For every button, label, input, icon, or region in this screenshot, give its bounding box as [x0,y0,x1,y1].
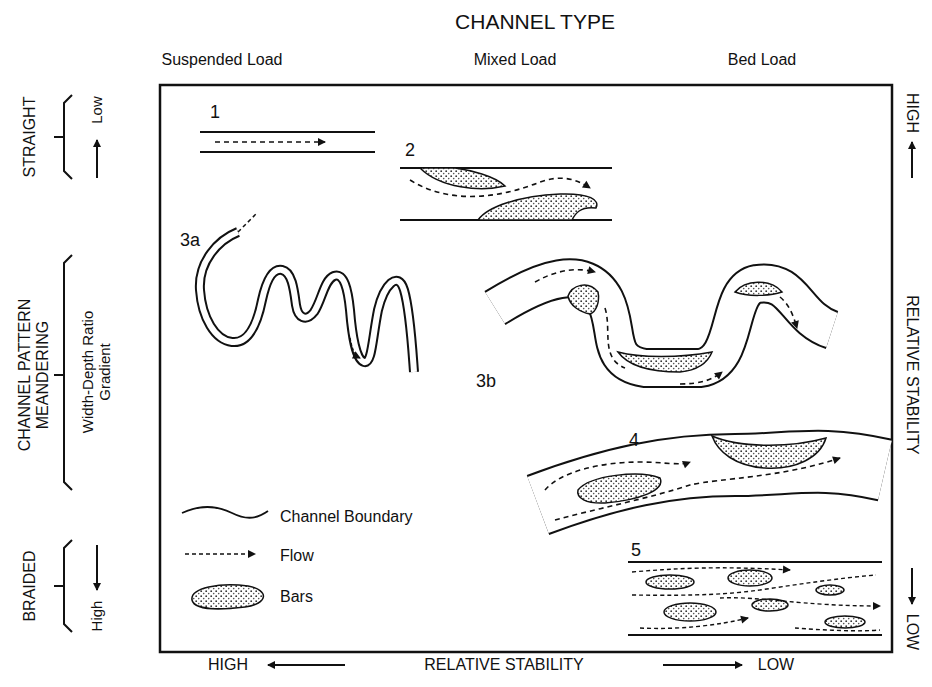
axis-label: High [88,601,105,632]
axis-label: RELATIVE STABILITY [424,656,583,674]
legend-text: Channel Boundary [280,508,413,526]
callout-number: 5 [631,540,641,561]
callout-number: 2 [405,140,415,161]
callout-number: 3b [476,371,496,392]
callout-number: 4 [629,430,639,451]
axis-label: LOW [758,656,794,674]
axis-label: Width-Depth Ratio Gradient [79,287,114,457]
axis-label: HIGH [208,656,248,674]
column-heading: Mixed Load [474,51,557,69]
column-heading: Bed Load [728,51,797,69]
axis-label: HIGH [903,93,921,133]
axis-label: CHANNEL PATTERN MEANDERING [16,275,53,475]
legend-text: Flow [280,547,314,565]
diagram-title: CHANNEL TYPE [455,10,615,34]
legend-text: Bars [280,588,313,606]
axis-label: LOW [903,614,921,650]
axis-label: Low [88,96,105,124]
axis-label: STRAIGHT [21,97,39,178]
callout-number: 3a [180,230,200,251]
column-heading: Suspended Load [162,51,283,69]
callout-number: 1 [210,102,220,123]
axis-label: RELATIVE STABILITY [903,295,921,454]
axis-label: BRAIDED [21,550,39,621]
